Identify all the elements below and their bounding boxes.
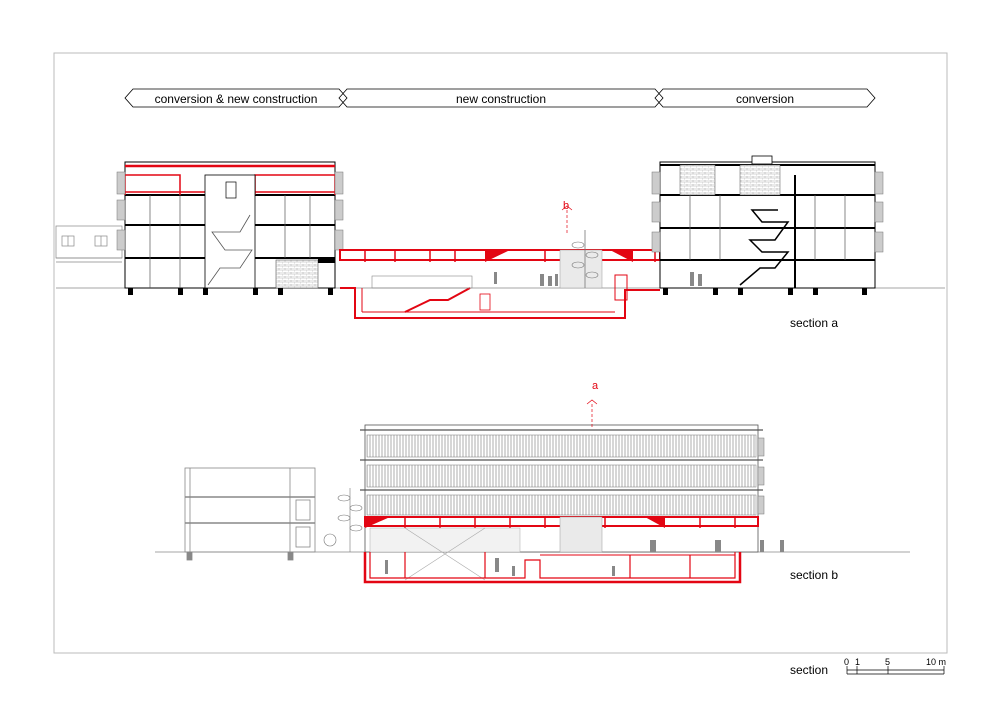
phase-arrow-left xyxy=(124,88,348,108)
section-marker-b: b xyxy=(563,200,570,212)
phase-label-right: conversion xyxy=(735,92,795,106)
phase-arrow-middle xyxy=(338,88,664,108)
scale-tick-0: 0 xyxy=(844,657,850,667)
section-b xyxy=(155,399,910,584)
phase-label-middle: new construction xyxy=(455,92,547,106)
scale-tick-10: 10 m xyxy=(926,657,947,667)
right-building-a xyxy=(651,155,884,295)
scale-tick-1: 1 xyxy=(855,657,861,667)
section-a xyxy=(55,155,945,319)
tree-b xyxy=(323,488,363,552)
sheet-frame xyxy=(53,52,948,654)
legend-title: section xyxy=(790,663,829,677)
neighbour-building xyxy=(55,225,123,263)
scale-bar xyxy=(846,666,945,675)
new-building-b xyxy=(360,399,784,584)
left-building-a xyxy=(116,161,344,295)
phase-banner xyxy=(124,88,876,108)
scale-tick-5: 5 xyxy=(885,657,891,667)
section-b-label: section b xyxy=(790,568,839,582)
section-marker-a: a xyxy=(592,380,599,392)
existing-building-b xyxy=(184,467,316,561)
middle-building-a xyxy=(339,205,661,319)
section-a-label: section a xyxy=(790,316,839,330)
phase-arrow-right xyxy=(654,88,876,108)
phase-label-left: conversion & new construction xyxy=(154,92,318,106)
